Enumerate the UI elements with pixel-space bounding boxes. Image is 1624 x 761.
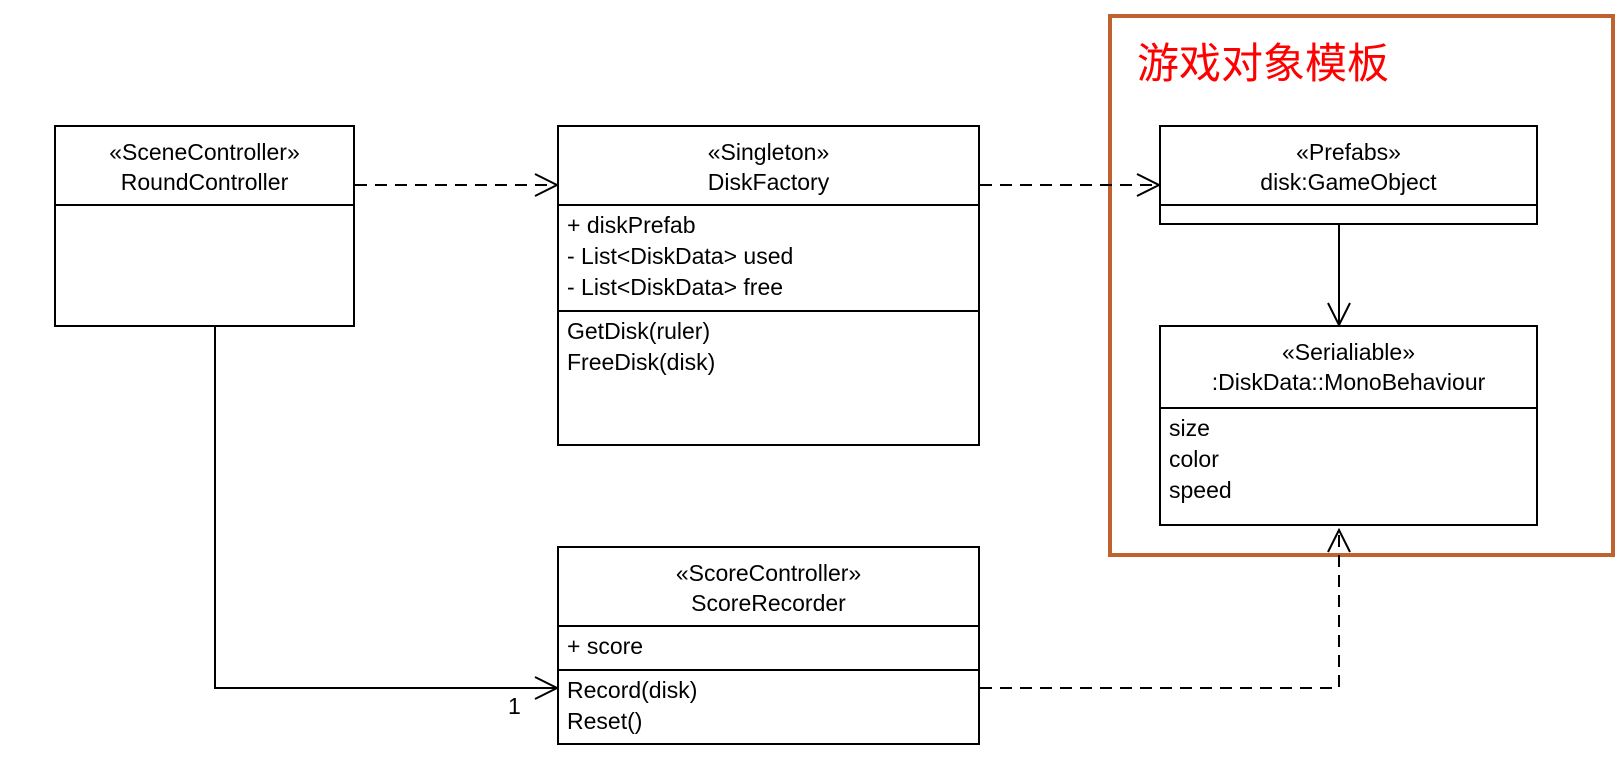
class-score-recorder: «ScoreController» ScoreRecorder + score … [557, 546, 980, 745]
class-disk-data: «Serialiable» :DiskData::MonoBehaviour s… [1159, 325, 1538, 526]
attribute: + score [567, 633, 644, 659]
class-header: «Serialiable» :DiskData::MonoBehaviour [1161, 327, 1536, 409]
stereotype: «Prefabs» [1296, 139, 1401, 165]
attribute: - List<DiskData> used [567, 243, 794, 269]
operations-section: GetDisk(ruler) FreeDisk(disk) [559, 312, 978, 378]
class-round-controller: «SceneController» RoundController [54, 125, 355, 327]
class-name: ScoreRecorder [691, 590, 846, 616]
operations-section: Record(disk) Reset() [559, 671, 978, 737]
class-name: DiskFactory [707, 169, 830, 195]
attribute: speed [1169, 477, 1232, 503]
stereotype: «ScoreController» [675, 560, 862, 586]
class-disk-prefab: «Prefabs» disk:GameObject [1159, 125, 1538, 225]
arrowhead-score-to-diskdata [1327, 527, 1351, 553]
class-header: «SceneController» RoundController [56, 127, 353, 206]
attribute: size [1169, 415, 1210, 441]
class-name: RoundController [120, 169, 289, 195]
attribute: color [1169, 446, 1219, 472]
operation: GetDisk(ruler) [567, 318, 711, 344]
attributes-section: + diskPrefab - List<DiskData> used - Lis… [559, 206, 978, 312]
stereotype: «Serialiable» [1282, 339, 1415, 365]
attributes-section: size color speed [1161, 409, 1536, 506]
attribute: + diskPrefab [567, 212, 696, 238]
class-disk-factory: «Singleton» DiskFactory + diskPrefab - L… [557, 125, 980, 446]
group-title: 游戏对象模板 [1137, 39, 1390, 88]
operation: FreeDisk(disk) [567, 349, 716, 375]
operation: Record(disk) [567, 677, 698, 703]
game-object-template-frame [1108, 14, 1615, 557]
class-header: «Prefabs» disk:GameObject [1161, 127, 1536, 206]
attributes-section: + score [559, 627, 978, 671]
operation: Reset() [567, 708, 643, 734]
class-header: «ScoreController» ScoreRecorder [559, 548, 978, 627]
association-round-to-score [214, 327, 557, 689]
dependency-score-to-diskdata [980, 530, 1340, 689]
class-name: :DiskData::MonoBehaviour [1211, 369, 1486, 395]
class-header: «Singleton» DiskFactory [559, 127, 978, 206]
stereotype: «Singleton» [707, 139, 830, 165]
class-name: disk:GameObject [1260, 169, 1437, 195]
stereotype: «SceneController» [109, 139, 300, 165]
multiplicity-label: 1 [508, 693, 521, 719]
attribute: - List<DiskData> free [567, 274, 784, 300]
